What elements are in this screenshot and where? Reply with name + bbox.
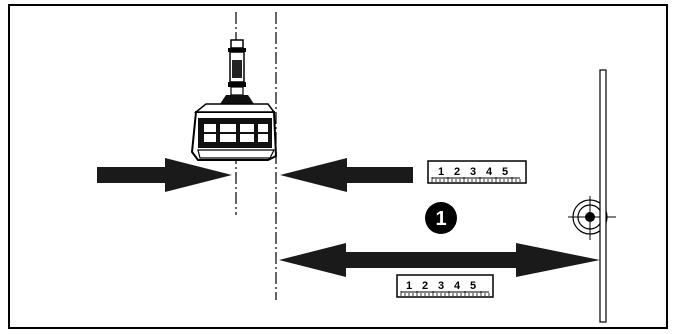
projector-icon xyxy=(190,103,278,161)
ruler-label: 1 xyxy=(406,280,412,292)
ruler-label: 2 xyxy=(454,166,460,178)
ceiling-mount-icon xyxy=(214,39,260,108)
ruler-icon xyxy=(427,160,527,184)
projection-screen xyxy=(599,69,607,323)
crosshair-target-icon xyxy=(568,196,616,240)
ruler-icon xyxy=(396,274,494,298)
ruler-label: 3 xyxy=(470,166,476,178)
left-arrow xyxy=(97,158,232,192)
callout-badge: 1 xyxy=(425,202,457,234)
ruler-scale-labels: 1 2 3 4 5 xyxy=(438,166,508,178)
ruler-label: 3 xyxy=(438,280,444,292)
ruler-label: 2 xyxy=(422,280,428,292)
ruler-label: 5 xyxy=(502,166,508,178)
throw-distance-arrow xyxy=(279,243,600,277)
ruler-scale-labels: 1 2 3 4 5 xyxy=(406,280,476,292)
ruler-label: 5 xyxy=(470,280,476,292)
ruler-label: 1 xyxy=(438,166,444,178)
callout-number: 1 xyxy=(435,208,446,230)
right-arrow xyxy=(280,158,413,192)
ruler-label: 4 xyxy=(486,166,493,178)
ruler-label: 4 xyxy=(454,280,461,292)
